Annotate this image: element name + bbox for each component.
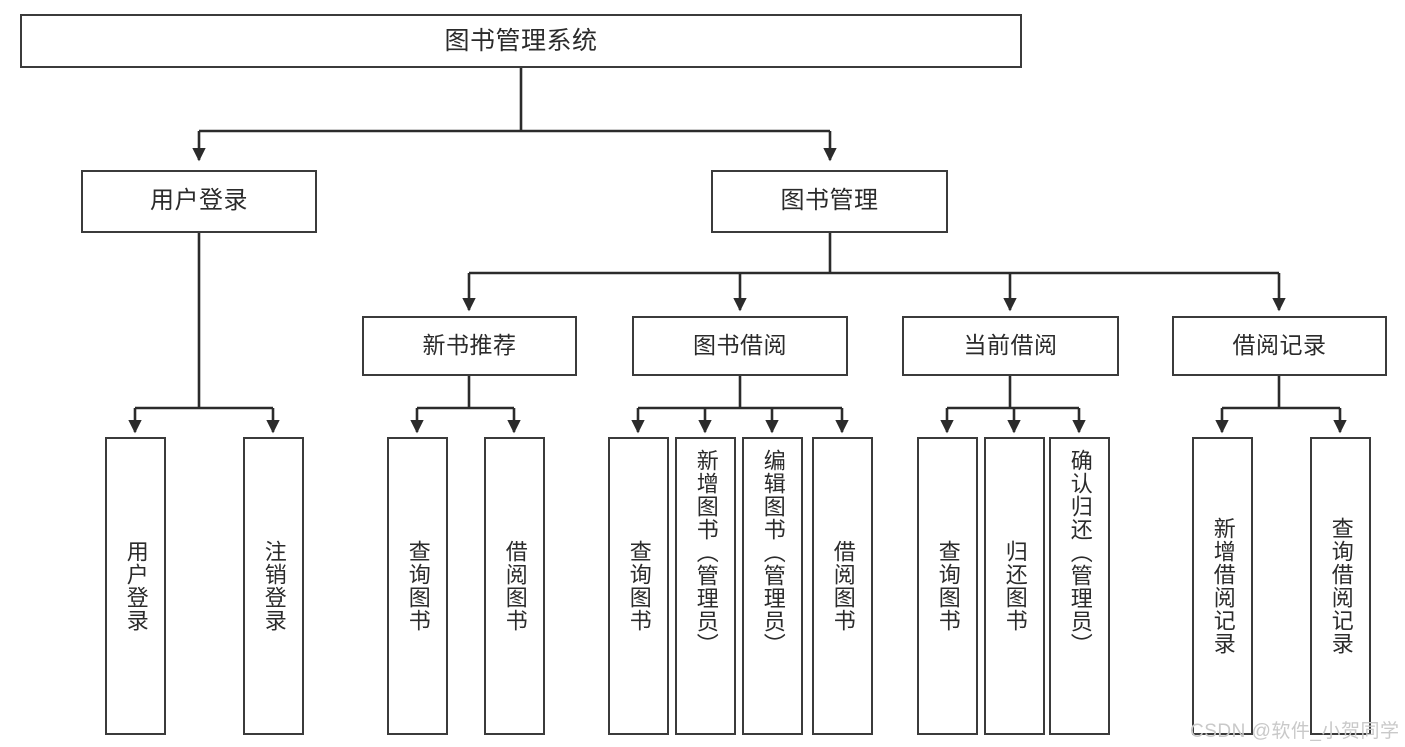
node-label: 图书借阅: [693, 332, 787, 359]
node-borrow-records[interactable]: 借阅记录: [1172, 316, 1387, 376]
leaf-user-login[interactable]: 用户登录: [105, 437, 166, 735]
leaf-query-book-borrow[interactable]: 查询图书: [608, 437, 669, 735]
node-new-book-recommend[interactable]: 新书推荐: [362, 316, 577, 376]
watermark: CSDN @软件_小贺同学: [1190, 721, 1400, 742]
leaf-query-borrow-record[interactable]: 查询借阅记录: [1310, 437, 1371, 735]
leaf-borrow-book[interactable]: 借阅图书: [812, 437, 873, 735]
node-label: 查询图书: [626, 540, 652, 632]
node-root[interactable]: 图书管理系统: [20, 14, 1022, 68]
node-user-login[interactable]: 用户登录: [81, 170, 317, 233]
node-label: 借阅图书: [502, 540, 528, 632]
leaf-edit-book-admin[interactable]: 编辑图书（管理员）: [742, 437, 803, 735]
node-label: 当前借阅: [963, 332, 1058, 359]
node-label: 注销登录: [261, 540, 287, 632]
leaf-add-book-admin[interactable]: 新增图书（管理员）: [675, 437, 736, 735]
leaf-query-book-recommend[interactable]: 查询图书: [387, 437, 448, 735]
node-label: 用户登录: [150, 187, 248, 215]
node-book-borrow[interactable]: 图书借阅: [632, 316, 848, 376]
node-label: 新书推荐: [422, 332, 517, 359]
node-label: 图书管理: [780, 187, 879, 215]
leaf-confirm-return-admin[interactable]: 确认归还（管理员）: [1049, 437, 1110, 735]
node-label: 编辑图书（管理员）: [760, 449, 786, 656]
leaf-borrow-book-recommend[interactable]: 借阅图书: [484, 437, 545, 735]
node-label: 确认归还（管理员）: [1067, 449, 1093, 656]
node-label: 用户登录: [123, 540, 149, 632]
node-label: 借阅图书: [830, 540, 856, 632]
leaf-return-book[interactable]: 归还图书: [984, 437, 1045, 735]
node-current-borrow[interactable]: 当前借阅: [902, 316, 1119, 376]
node-label: 归还图书: [1002, 540, 1028, 632]
node-label: 借阅记录: [1232, 332, 1327, 359]
node-label: 新增借阅记录: [1210, 517, 1236, 655]
leaf-user-logout[interactable]: 注销登录: [243, 437, 304, 735]
leaf-add-borrow-record[interactable]: 新增借阅记录: [1192, 437, 1253, 735]
node-label: 查询借阅记录: [1328, 517, 1354, 655]
node-label: 图书管理系统: [444, 27, 598, 55]
node-label: 新增图书（管理员）: [693, 449, 719, 656]
leaf-query-book-current[interactable]: 查询图书: [917, 437, 978, 735]
node-label: 查询图书: [935, 540, 961, 632]
node-book-management[interactable]: 图书管理: [711, 170, 948, 233]
node-label: 查询图书: [405, 540, 431, 632]
